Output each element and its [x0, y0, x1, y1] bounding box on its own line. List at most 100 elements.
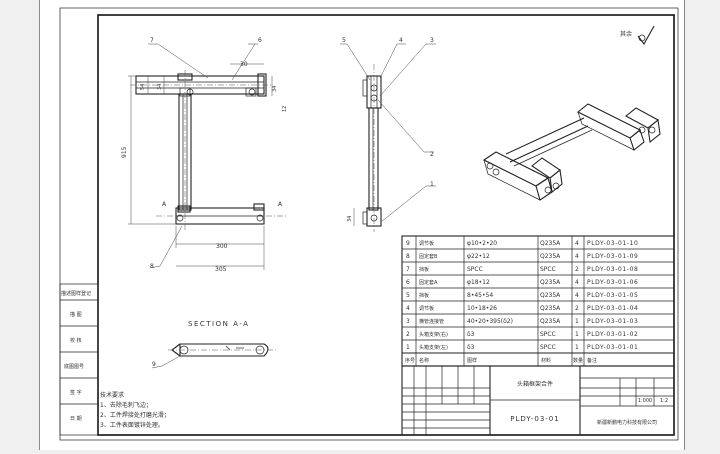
bom-cell-code: PLDY-03-01-01 [587, 344, 638, 351]
title-block-grid [401, 365, 675, 436]
part-name: 头箱框架合件 [517, 380, 553, 388]
stamp-2: 校 核 [70, 337, 82, 344]
bom-header-code: 备注 [587, 357, 597, 364]
bom-cell-no: 7 [406, 266, 410, 273]
balloon-3: 3 [430, 37, 434, 44]
drawing-number: PLDY-03-01 [510, 415, 559, 423]
section-mark-left: A [162, 201, 167, 208]
bom-header-name: 名称 [419, 357, 429, 364]
bom-cell-no: 4 [406, 305, 410, 312]
front-view [130, 70, 286, 230]
bom-header-no: 序号 [405, 357, 415, 364]
bom-cell-name: 横管连接管 [419, 318, 444, 325]
bom-cell-no: 8 [406, 253, 410, 260]
bom-cell-code: PLDY-03-01-10 [587, 240, 638, 247]
dim-300: 300 [216, 243, 228, 250]
surface-symbol-label: 其余 [620, 30, 632, 38]
front-leaders [148, 43, 258, 269]
bom-header-qty: 数量 [573, 357, 583, 364]
bom-cell-spec: SPCC [467, 266, 483, 273]
bom-grid [401, 235, 675, 367]
bom-cell-name: 固定套B [419, 253, 438, 260]
bom-cell-qty: 2 [575, 305, 579, 312]
dim-305: 305 [215, 266, 227, 273]
bom-cell-name: 调节板 [419, 305, 434, 312]
dim-left-top: 54 [140, 84, 146, 90]
dim-right-top-2: 12 [282, 106, 288, 112]
bom-header-material: 材料 [541, 357, 551, 364]
bom-cell-no: 1 [406, 344, 410, 351]
bom-cell-material: Q235A [540, 279, 561, 286]
stamp-5: 日 期 [70, 416, 82, 422]
bom-cell-no: 2 [406, 331, 410, 338]
dim-left-top-2: 34 [157, 84, 163, 90]
bom-cell-code: PLDY-03-01-03 [587, 318, 638, 325]
dim-right-top: 34 [272, 86, 278, 92]
bom-cell-spec: φ22•12 [467, 253, 490, 260]
dim-side-bottom: 34 [347, 216, 353, 222]
side-view: 34 [347, 64, 382, 232]
bom-cell-spec: φ10•2•20 [467, 240, 497, 247]
bom-cell-material: Q235A [540, 292, 561, 299]
side-stamp-table [59, 283, 99, 436]
dim-915: 915 [121, 146, 128, 158]
bom-cell-name: 固定套A [419, 279, 438, 286]
bom-cell-material: SPCC [540, 344, 556, 351]
front-dimensions: 915 54 34 30 34 12 300 305 A A [121, 61, 288, 273]
surface-roughness-icon [637, 25, 655, 46]
tech-notes-title: 技术要求 [100, 391, 124, 399]
balloon-1: 1 [430, 181, 434, 188]
tech-note-2: 2、工件焊接处打磨光滑； [100, 411, 170, 419]
bom-cell-spec: δ3 [467, 344, 475, 351]
tech-note-3: 3、工件表面镀锌处理。 [100, 421, 164, 429]
company-name: 新疆新鹏电力科技有限公司 [597, 419, 657, 426]
bom-cell-spec: φ18•12 [467, 279, 490, 286]
bom-cell-material: Q235A [540, 253, 561, 260]
balloon-6: 6 [258, 37, 262, 44]
bom-cell-name: 头箱支架(左) [419, 344, 448, 351]
bom-cell-spec: 8•45•54 [467, 292, 493, 299]
balloon-7: 7 [150, 37, 154, 44]
bom-cell-qty: 1 [575, 344, 579, 351]
scale-value: 1:2 [660, 398, 668, 404]
bom-cell-name: 头箱支架(右) [419, 331, 448, 338]
bom-cell-code: PLDY-03-01-05 [587, 292, 638, 299]
bom-cell-qty: 4 [575, 240, 579, 247]
bom-cell-material: SPCC [540, 331, 556, 338]
bom-cell-code: PLDY-03-01-09 [587, 253, 638, 260]
bom-cell-no: 3 [406, 318, 410, 325]
section-mark-right: A [278, 201, 283, 208]
bom-cell-code: PLDY-03-01-06 [587, 279, 638, 286]
bom-cell-qty: 2 [575, 266, 579, 273]
stamp-4: 签 字 [70, 389, 82, 396]
bom-cell-material: Q235A [540, 305, 561, 312]
bom-cell-spec: 10•18•26 [467, 305, 497, 312]
bom-cell-name: 挡板 [419, 292, 429, 299]
stamp-1: 描 图 [70, 311, 82, 318]
bom-cell-code: PLDY-03-01-08 [587, 266, 638, 273]
section-view [151, 343, 276, 369]
inner-frame [97, 14, 675, 436]
balloon-9: 9 [152, 361, 156, 368]
bom-header-spec: 图样 [467, 357, 477, 364]
bom-cell-qty: 4 [575, 292, 579, 299]
balloon-2: 2 [430, 151, 434, 158]
isometric-view [482, 103, 661, 201]
drawing-sheet: 其余 915 54 [39, 0, 685, 450]
tech-note-1: 1、去除毛刺飞边； [100, 401, 152, 409]
bom-cell-name: 调节板 [419, 240, 434, 247]
bom-cell-qty: 4 [575, 253, 579, 260]
outer-frame [59, 7, 679, 441]
bom-cell-name: 挡板 [419, 266, 429, 273]
bom-cell-code: PLDY-03-01-02 [587, 331, 638, 338]
bom-cell-no: 9 [406, 240, 410, 247]
sheet-value: 1:000 [638, 398, 652, 404]
side-leaders [340, 43, 436, 223]
bom-cell-code: PLDY-03-01-04 [587, 305, 638, 312]
balloon-4: 4 [399, 37, 403, 44]
bom-cell-material: SPCC [540, 266, 556, 273]
bom-cell-material: Q235A [540, 240, 561, 247]
bom-cell-qty: 1 [575, 318, 579, 325]
bom-cell-spec: 40•20•395(δ2) [467, 318, 513, 325]
balloon-8: 8 [150, 263, 154, 270]
